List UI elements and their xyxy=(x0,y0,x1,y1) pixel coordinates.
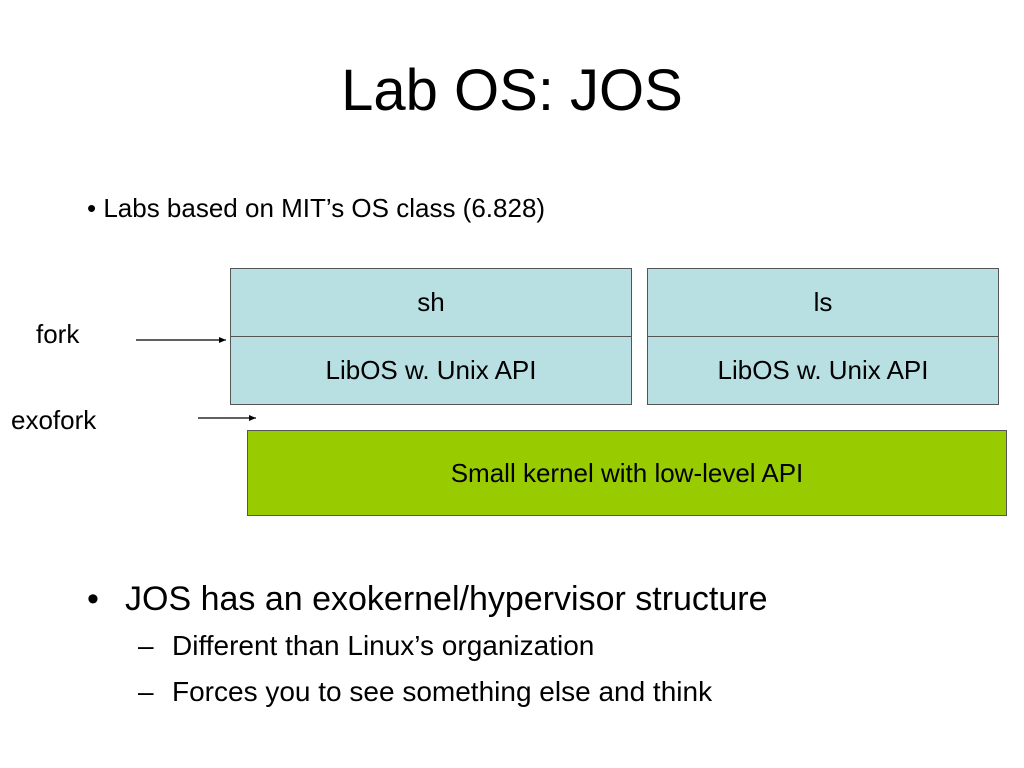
slide-title: Lab OS: JOS xyxy=(341,58,683,123)
kernel-box: Small kernel with low-level API xyxy=(247,430,1007,516)
sub-bullet-marker: – xyxy=(138,630,154,661)
fork-label: fork xyxy=(36,319,80,349)
sub-bullet-marker: – xyxy=(138,676,154,707)
ls-libos-box: LibOS w. Unix API xyxy=(647,336,999,405)
sub-bullet-1: –Different than Linux’s organization xyxy=(138,628,594,664)
main-bullet-text: JOS has an exokernel/hypervisor structur… xyxy=(125,580,768,618)
exofork-label: exofork xyxy=(11,405,97,435)
sh-app-box: sh xyxy=(230,268,632,337)
sub-bullet-text: Different than Linux’s organization xyxy=(172,630,595,661)
intro-bullet: • Labs based on MIT’s OS class (6.828) xyxy=(87,193,546,223)
sub-bullet-text: Forces you to see something else and thi… xyxy=(172,676,713,707)
main-bullet: • JOS has an exokernel/hypervisor structu… xyxy=(87,578,768,620)
sh-libos-box: LibOS w. Unix API xyxy=(230,336,632,405)
bullet-marker: • xyxy=(87,580,99,618)
sub-bullet-2: –Forces you to see something else and th… xyxy=(138,674,712,710)
